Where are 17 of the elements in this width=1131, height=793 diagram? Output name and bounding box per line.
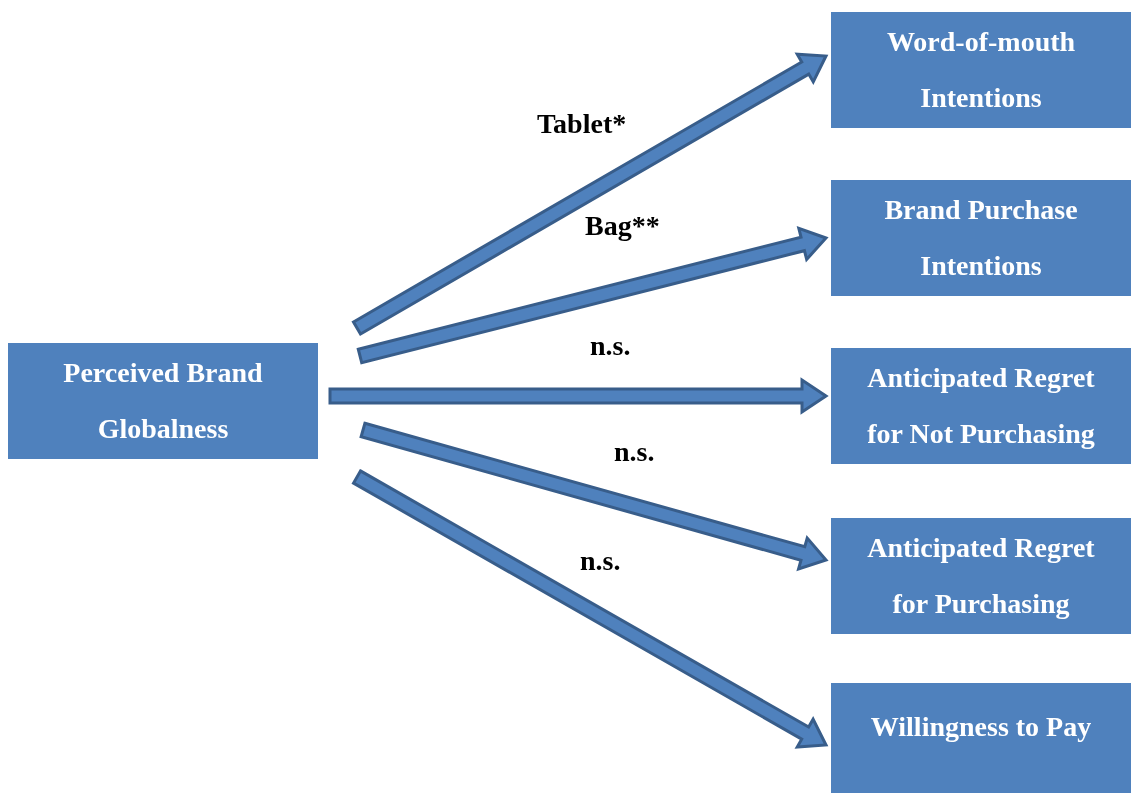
node-label: Brand Purchase Intentions <box>883 193 1079 283</box>
process-box <box>831 348 1131 464</box>
process-box <box>8 343 318 459</box>
process-box <box>831 683 1131 793</box>
block-arrow <box>328 377 829 415</box>
node-label: Perceived Brand Globalness <box>62 356 264 446</box>
block-arrow <box>351 468 829 749</box>
node-label: Anticipated Regret for Purchasing <box>866 531 1096 621</box>
node-label: Anticipated Regret for Not Purchasing <box>866 361 1096 451</box>
block-arrow <box>359 421 829 572</box>
node-label: Willingness to Pay <box>870 710 1092 744</box>
node-label: Word-of-mouth Intentions <box>885 25 1077 115</box>
process-box <box>831 12 1131 128</box>
process-box <box>831 518 1131 634</box>
block-arrow <box>356 226 829 365</box>
process-box <box>831 180 1131 296</box>
block-arrow <box>351 52 829 337</box>
